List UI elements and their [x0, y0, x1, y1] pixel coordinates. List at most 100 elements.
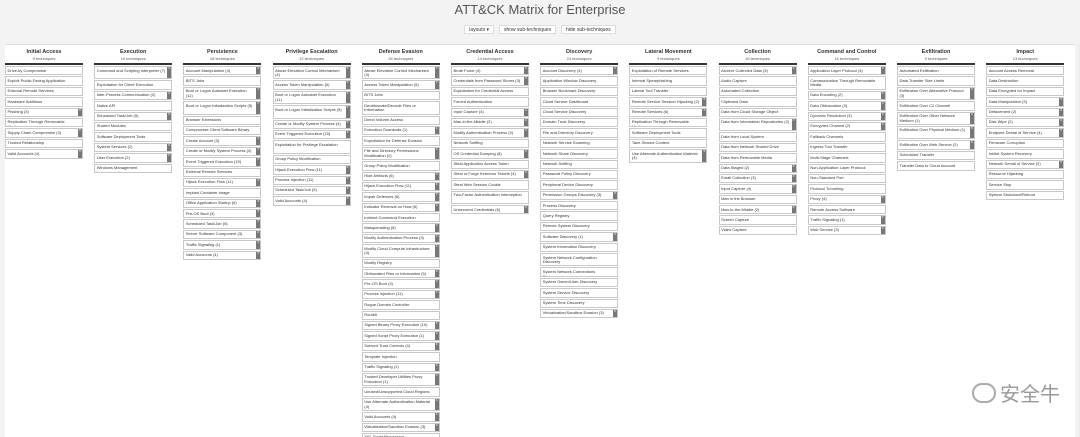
technique-cell[interactable]: Remote Access Software — [807, 205, 886, 215]
sub-technique-toggle-icon[interactable]: ≡ — [434, 290, 439, 299]
technique-cell[interactable]: Replication Through Removable Media — [629, 117, 708, 128]
technique-cell[interactable]: Application Layer Protocol (4)≡ — [807, 66, 886, 76]
technique-cell[interactable]: Valid Accounts (4)≡ — [183, 250, 262, 261]
technique-cell[interactable]: Data Encoding (2)≡ — [807, 90, 886, 101]
technique-cell[interactable]: Replication Through Removable Media — [5, 117, 83, 128]
technique-cell[interactable]: Process Injection (11)≡ — [361, 289, 440, 300]
technique-cell[interactable]: Non-Application Layer Protocol — [807, 163, 886, 173]
technique-cell[interactable]: Input Capture (4)≡ — [718, 184, 797, 194]
technique-cell[interactable]: Virtualization/Sandbox Evasion (3)≡ — [540, 308, 619, 319]
sub-technique-toggle-icon[interactable]: ≡ — [256, 158, 261, 166]
technique-cell[interactable]: Remote Service Session Hijacking (2)≡ — [629, 97, 708, 107]
sub-technique-toggle-icon[interactable]: ≡ — [613, 67, 618, 75]
technique-cell[interactable]: Man-in-the-Middle (2)≡ — [451, 117, 529, 128]
technique-cell[interactable]: Two-Factor Authentication Interception — [451, 190, 529, 205]
technique-cell[interactable]: External Remote Services — [183, 167, 262, 177]
technique-cell[interactable]: User Execution (2)≡ — [94, 153, 173, 163]
technique-cell[interactable]: Exploit Public-Facing Application — [5, 76, 83, 86]
sub-technique-toggle-icon[interactable]: ≡ — [345, 120, 350, 128]
sub-technique-toggle-icon[interactable]: ≡ — [167, 154, 172, 162]
sub-technique-toggle-icon[interactable]: ≡ — [256, 251, 261, 259]
technique-cell[interactable]: Signed Binary Proxy Execution (10)≡ — [361, 320, 440, 331]
technique-cell[interactable]: Network Share Discovery — [540, 149, 619, 159]
technique-cell[interactable]: Direct Volume Access — [361, 115, 440, 125]
technique-cell[interactable]: Web Service (3)≡ — [807, 225, 886, 236]
technique-cell[interactable]: Hijack Execution Flow (11)≡ — [361, 181, 440, 192]
sub-technique-toggle-icon[interactable]: ≡ — [702, 98, 707, 106]
technique-cell[interactable]: Peripheral Device Discovery — [540, 180, 619, 190]
technique-cell[interactable]: System Service Discovery — [540, 288, 619, 298]
technique-cell[interactable]: External Remote Services — [5, 86, 83, 97]
sub-technique-toggle-icon[interactable]: ≡ — [434, 342, 439, 351]
technique-cell[interactable]: Network Sniffing — [451, 138, 529, 149]
technique-cell[interactable]: Rogue Domain Controller — [361, 300, 440, 310]
sub-technique-toggle-icon[interactable]: ≡ — [434, 413, 439, 421]
sub-technique-toggle-icon[interactable]: ≡ — [434, 398, 439, 411]
sub-technique-toggle-icon[interactable]: ≡ — [880, 122, 885, 131]
sub-technique-toggle-icon[interactable]: ≡ — [970, 141, 974, 149]
sub-technique-toggle-icon[interactable]: ≡ — [345, 67, 350, 79]
technique-cell[interactable]: Valid Accounts (4)≡ — [5, 149, 83, 159]
technique-cell[interactable]: Dynamic Resolution (3)≡ — [807, 111, 886, 121]
sub-technique-toggle-icon[interactable]: ≡ — [791, 164, 796, 172]
sub-technique-toggle-icon[interactable]: ≡ — [434, 172, 439, 180]
technique-cell[interactable]: System Network Configuration Discovery — [540, 253, 619, 267]
sub-technique-toggle-icon[interactable]: ≡ — [880, 102, 885, 110]
technique-cell[interactable]: System Information Discovery — [540, 242, 619, 253]
technique-cell[interactable]: Hide Artifacts (6)≡ — [361, 171, 440, 181]
technique-cell[interactable]: Data from Cloud Storage Object — [718, 107, 797, 117]
technique-cell[interactable]: File and Directory Permissions Modificat… — [361, 146, 440, 161]
technique-cell[interactable]: Exfiltration Over Web Service (2)≡ — [897, 140, 975, 150]
sub-technique-toggle-icon[interactable]: ≡ — [256, 178, 261, 187]
technique-cell[interactable]: Process Injection (11)≡ — [272, 175, 351, 185]
technique-cell[interactable]: Signed Script Proxy Execution (1)≡ — [361, 331, 440, 341]
technique-cell[interactable]: Impair Defenses (6)≡ — [361, 192, 440, 202]
sub-technique-toggle-icon[interactable]: ≡ — [880, 195, 885, 204]
technique-cell[interactable]: Unsecured Credentials (6)≡ — [451, 205, 529, 215]
technique-cell[interactable]: Abuse Elevation Control Mechanism (4)≡ — [272, 66, 351, 80]
sub-technique-toggle-icon[interactable]: ≡ — [613, 310, 618, 318]
technique-cell[interactable]: Modify Cloud Compute Infrastructure (4)≡ — [361, 244, 440, 258]
sub-technique-toggle-icon[interactable]: ≡ — [880, 67, 885, 75]
technique-cell[interactable]: Access Token Manipulation (5)≡ — [361, 80, 440, 90]
technique-cell[interactable]: Trusted Developer Utilities Proxy Execut… — [361, 372, 440, 387]
technique-cell[interactable]: Data Obfuscation (3)≡ — [807, 101, 886, 111]
technique-cell[interactable]: System Time Discovery — [540, 298, 619, 308]
sub-technique-toggle-icon[interactable]: ≡ — [524, 118, 528, 127]
technique-cell[interactable]: Data from Network Shared Drive — [718, 142, 797, 153]
technique-cell[interactable]: Server Software Component (3)≡ — [183, 229, 262, 240]
sub-technique-toggle-icon[interactable]: ≡ — [1059, 118, 1064, 127]
technique-cell[interactable]: Application Window Discovery — [540, 76, 619, 86]
sub-technique-toggle-icon[interactable]: ≡ — [791, 206, 796, 214]
technique-cell[interactable]: Office Application Startup (6)≡ — [183, 198, 262, 209]
technique-cell[interactable]: Create or Modify System Process (4)≡ — [272, 119, 351, 129]
sub-technique-toggle-icon[interactable]: ≡ — [78, 129, 82, 137]
technique-cell[interactable]: Hijack Execution Flow (11)≡ — [183, 177, 262, 188]
technique-cell[interactable]: Implant Container Image — [183, 188, 262, 198]
sub-technique-toggle-icon[interactable]: ≡ — [167, 143, 172, 152]
technique-cell[interactable]: Valid Accounts (4)≡ — [361, 412, 440, 422]
technique-cell[interactable]: Shared Modules — [94, 121, 173, 132]
technique-cell[interactable]: Domain Trust Discovery — [540, 117, 619, 128]
sub-technique-toggle-icon[interactable]: ≡ — [1059, 160, 1064, 168]
technique-cell[interactable]: Steal Web Session Cookie — [451, 180, 529, 190]
sub-technique-toggle-icon[interactable]: ≡ — [434, 423, 439, 431]
technique-cell[interactable]: Group Policy Modification — [361, 161, 440, 171]
sub-technique-toggle-icon[interactable]: ≡ — [345, 176, 350, 184]
technique-cell[interactable]: Exploitation of Remote Services — [629, 66, 708, 76]
scrollbar[interactable] — [1078, 44, 1080, 437]
technique-cell[interactable]: Subvert Trust Controls (4)≡ — [361, 341, 440, 352]
sub-technique-toggle-icon[interactable]: ≡ — [256, 137, 261, 145]
sub-technique-toggle-icon[interactable]: ≡ — [1059, 108, 1064, 116]
technique-cell[interactable]: Input Capture (4)≡ — [451, 107, 529, 117]
technique-cell[interactable]: Template Injection — [361, 352, 440, 362]
technique-cell[interactable]: Scheduled Task/Job (5)≡ — [183, 219, 262, 229]
sub-technique-toggle-icon[interactable]: ≡ — [434, 373, 439, 386]
technique-cell[interactable]: Disk Wipe (2)≡ — [986, 117, 1065, 128]
technique-cell[interactable]: BITS Jobs — [361, 90, 440, 101]
technique-cell[interactable]: Traffic Signaling (1)≡ — [361, 362, 440, 372]
